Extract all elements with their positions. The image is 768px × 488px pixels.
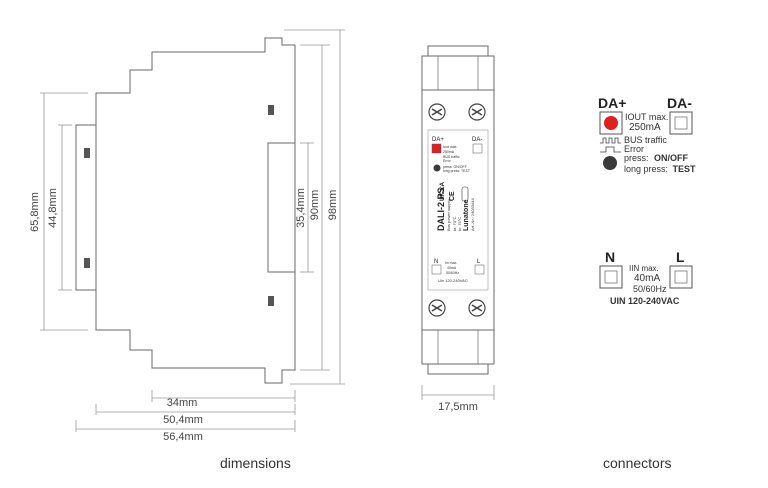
front-error: Error bbox=[443, 159, 452, 163]
svg-text:long press: TEST: long press: TEST bbox=[624, 164, 696, 174]
conn-long-press-value: TEST bbox=[673, 164, 697, 174]
screw-icon bbox=[428, 103, 446, 121]
front-mark-ce: CE bbox=[449, 191, 456, 201]
clip-square bbox=[268, 296, 274, 306]
front-bottom-cap bbox=[427, 363, 489, 375]
front-l-label: L bbox=[477, 259, 481, 265]
dali-logo bbox=[461, 186, 469, 202]
conn-iin-label: IIN max. bbox=[629, 264, 659, 273]
svg-text:press: ON/OFF: press: ON/OFF bbox=[624, 153, 689, 163]
conn-bus-traffic: BUS traffic bbox=[624, 135, 667, 145]
front-temp-b: tc: 75°C bbox=[457, 217, 462, 231]
dim-height-mid: 90mm bbox=[309, 190, 321, 221]
conn-iout-label: IOUT max. bbox=[625, 112, 668, 122]
front-mark-ukca: UK CA bbox=[440, 181, 446, 201]
front-iout-value: 250mA bbox=[443, 150, 455, 154]
clip-square bbox=[84, 148, 90, 158]
conn-uin: UIN 120-240VAC bbox=[610, 296, 680, 306]
conn-da-plus: DA+ bbox=[598, 95, 626, 111]
side-view-dimension-labels: 65,8mm 44,8mm 35,4mm 90mm 98mm 34mm 50,4… bbox=[29, 188, 339, 443]
front-top-cap bbox=[427, 45, 489, 57]
front-da-minus: DA- bbox=[472, 137, 482, 143]
screw-icon bbox=[428, 299, 446, 317]
dim-depth-total: 56,4mm bbox=[163, 431, 203, 443]
conn-press-value: ON/OFF bbox=[654, 153, 688, 163]
conn-l: L bbox=[676, 249, 685, 265]
conn-iin-value: 40mA bbox=[634, 273, 660, 284]
conn-n: N bbox=[605, 249, 615, 265]
conn-freq: 50/60Hz bbox=[633, 284, 667, 294]
front-product-sub: Bus power supply bbox=[446, 199, 451, 231]
front-art-no: Art.-Nr.: 24033444 bbox=[470, 198, 475, 231]
clip-square bbox=[268, 105, 274, 115]
caption-connectors: connectors bbox=[603, 455, 672, 471]
dim-height-face: 44,8mm bbox=[47, 188, 59, 228]
front-da-plus: DA+ bbox=[432, 137, 444, 143]
front-iout: Iout max. bbox=[443, 145, 457, 149]
conn-n-terminal bbox=[599, 265, 623, 289]
front-bus-traffic: BUS traffic bbox=[443, 155, 460, 159]
conn-iout-value: 250mA bbox=[629, 122, 661, 133]
front-freq: 50/60Hz bbox=[446, 271, 459, 275]
dim-depth-front: 34mm bbox=[167, 397, 198, 409]
front-product-name: DALI-2 PS bbox=[436, 187, 446, 231]
front-da-minus-terminal bbox=[472, 143, 483, 154]
screw-icon bbox=[468, 103, 486, 121]
side-view-front-face bbox=[75, 124, 96, 291]
front-temp-a: ta: 70°C bbox=[452, 216, 457, 231]
front-n-terminal bbox=[431, 264, 442, 275]
dim-height-total: 98mm bbox=[327, 190, 339, 221]
conn-da-minus: DA- bbox=[667, 95, 692, 111]
clip-square bbox=[84, 258, 90, 268]
dim-depth-mid: 50,4mm bbox=[163, 414, 203, 426]
conn-da-minus-terminal bbox=[669, 111, 693, 135]
front-n-label: N bbox=[434, 259, 438, 265]
conn-test-button[interactable] bbox=[603, 156, 617, 170]
front-red-led-button[interactable] bbox=[431, 143, 442, 154]
conn-l-terminal bbox=[669, 265, 693, 289]
front-l-terminal bbox=[474, 264, 485, 275]
side-view-outline bbox=[95, 37, 296, 384]
caption-dimensions: dimensions bbox=[220, 455, 291, 471]
error-icon bbox=[600, 146, 621, 153]
front-press: press: ON/OFF bbox=[443, 165, 467, 169]
conn-red-led-button[interactable] bbox=[604, 116, 618, 130]
front-long-press: long press: TEST bbox=[443, 169, 471, 173]
front-uin: Uin 120-240VAC bbox=[438, 278, 468, 283]
side-view-dimension-lines bbox=[40, 29, 345, 432]
front-brand: Lunatone bbox=[463, 199, 470, 231]
connectors-panel: DA+ DA- IOUT max. 250mA BUS traffic Erro… bbox=[598, 95, 696, 306]
side-view-rail-recess bbox=[267, 142, 295, 273]
front-test-button[interactable] bbox=[433, 164, 441, 172]
conn-long-press-label: long press: bbox=[624, 164, 668, 174]
front-view: DA+ DA- Iout max. 250mA BUS traffic Erro… bbox=[421, 45, 495, 413]
side-view bbox=[75, 37, 296, 384]
screw-icon bbox=[468, 299, 486, 317]
dim-height-inner: 35,4mm bbox=[295, 188, 307, 228]
front-iin: Iin max. bbox=[445, 261, 457, 265]
dim-front-width: 17,5mm bbox=[438, 401, 478, 413]
conn-error: Error bbox=[624, 144, 644, 154]
bus-traffic-icon bbox=[600, 137, 621, 144]
dim-height-front: 65,8mm bbox=[29, 192, 41, 232]
front-iin-value: 40mA bbox=[447, 266, 457, 270]
conn-press-label: press: bbox=[624, 153, 649, 163]
